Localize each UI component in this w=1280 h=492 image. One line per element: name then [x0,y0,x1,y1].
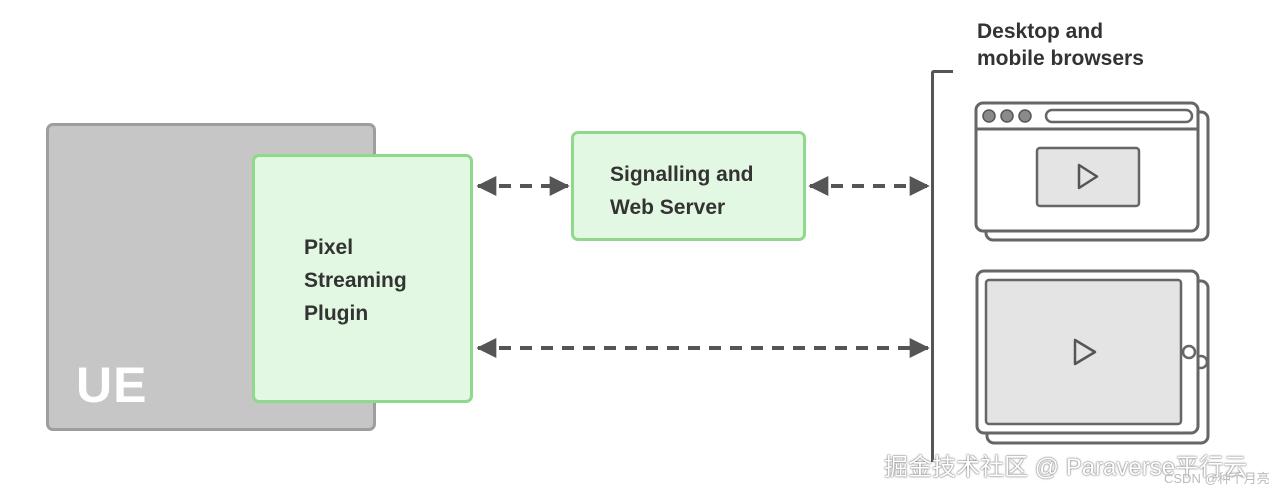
plugin-label-line: Pixel [304,236,354,259]
watermark-secondary: CSDN @种个月亮 [1164,471,1270,486]
plugin-label-line: Streaming [304,269,407,292]
clients-group-bracket [931,70,953,462]
clients-group-title: Desktop and mobile browsers [977,18,1144,72]
pixel-streaming-plugin-label: Pixel Streaming Plugin [304,231,407,330]
signalling-web-server-label: Signalling and Web Server [610,158,754,224]
plugin-label-line: Plugin [304,302,369,325]
play-icon [1077,163,1099,190]
watermark-main: 掘金技术社区 @ Paraverse平行云 [884,454,1248,481]
clients-title-line: mobile browsers [977,47,1144,70]
clients-title-line: Desktop and [977,20,1104,43]
server-label-line: Web Server [610,196,726,219]
desktop-browser-icon [974,101,1210,242]
tablet-device-icon [975,269,1210,445]
signalling-web-server-node [571,131,806,241]
server-label-line: Signalling and [610,163,754,186]
play-icon [1073,338,1097,366]
ue-label: UE [76,357,148,413]
pixel-streaming-plugin-node [252,154,473,403]
